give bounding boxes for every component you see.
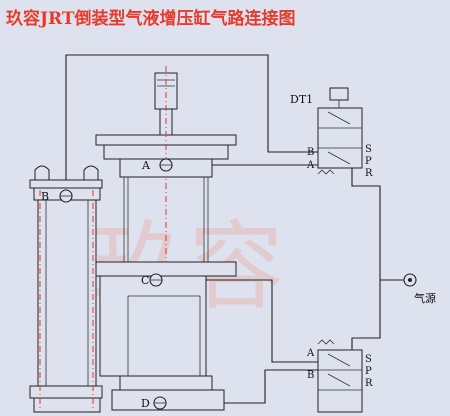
valve-bottom-port-s: S (365, 354, 372, 365)
valve-bottom-port-r: R (365, 378, 373, 389)
valve-bottom-port-b: B (307, 370, 314, 381)
valve-top-port-b: B (307, 147, 314, 158)
pipe-supply (351, 168, 404, 350)
diagram-title: 玖容JRT倒装型气液增压缸气路连接图 (6, 9, 296, 29)
valve-top-port-s: S (365, 144, 372, 155)
solenoid-valve-bottom (317, 339, 363, 413)
valve-top-port-p: P (365, 156, 372, 167)
port-d-marker (153, 396, 167, 410)
pipe-b (65, 54, 318, 196)
port-b-label: B (41, 190, 49, 203)
valve-top-port-a: A (306, 160, 315, 171)
port-a-marker (159, 158, 173, 172)
booster-cylinder-body (95, 158, 237, 411)
air-source-label: 气源 (414, 291, 436, 305)
valve-bottom-port-p: P (365, 366, 372, 377)
port-a-label: A (141, 159, 151, 172)
port-c-marker (149, 273, 163, 287)
valve-bottom-port-a: A (306, 348, 315, 359)
port-b-marker (59, 189, 73, 203)
oil-tank-cylinder (29, 165, 103, 413)
solenoid-valve-top (317, 87, 363, 175)
solenoid-label-dt1: DT1 (290, 93, 313, 106)
port-c-label: C (141, 274, 149, 287)
port-d-label: D (141, 397, 150, 410)
air-source-symbol (403, 273, 417, 287)
top-rod-assembly (95, 66, 237, 412)
valve-top-port-r: R (365, 168, 373, 179)
pipe-c (152, 279, 318, 363)
